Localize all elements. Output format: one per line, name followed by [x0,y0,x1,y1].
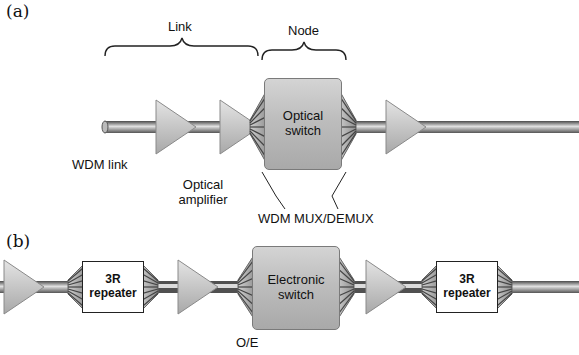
repeater-box: 3R repeater [436,261,498,313]
brace [262,42,346,60]
graphic [68,88,512,322]
node-text: 3R repeater [437,273,497,301]
optical-switch-box: Optical switch [264,78,342,170]
repeater-box: 3R repeater [82,261,144,313]
node-text: 3R repeater [83,273,143,301]
node-label: Node [288,24,319,39]
node-text: Electronic switch [253,273,339,303]
node-text: Optical switch [265,109,341,139]
wdm-link-label: WDM link [72,158,128,173]
mux-label: WDM MUX/DEMUX [258,212,374,227]
amplifier-triangle [366,260,406,314]
leader-line [332,172,346,209]
leader-line [262,172,285,209]
amplifier-triangle [178,260,218,314]
electronic-switch-box: Electronic switch [252,246,340,330]
oe-label: O/E [236,336,258,351]
amplifier-triangle [156,100,196,154]
link-label: Link [168,20,192,35]
panel-tag: (b) [6,232,30,252]
fiber-end [102,121,108,133]
panel-tag: (a) [6,2,29,22]
brace [105,38,258,56]
amplifier-triangle [4,260,44,314]
amplifier-triangle [386,100,426,154]
amplifier-label: Optical amplifier [170,178,236,208]
